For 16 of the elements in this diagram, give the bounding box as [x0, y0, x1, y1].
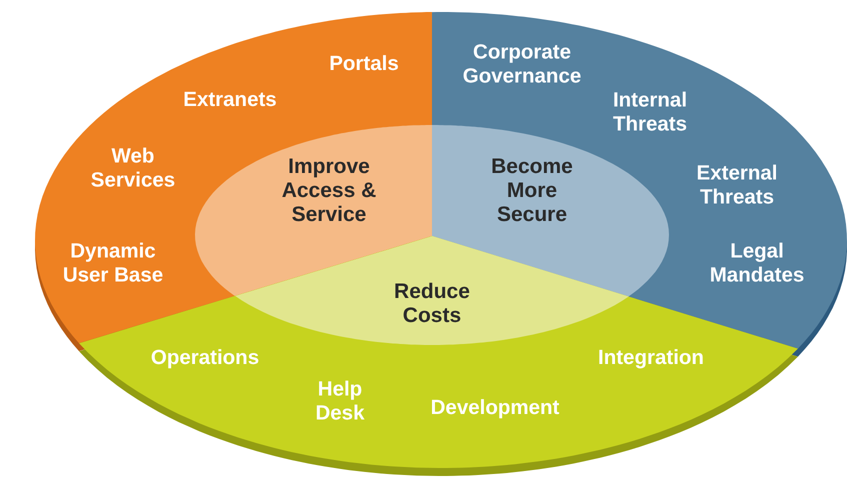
segment-label: Corporate Governance [462, 40, 582, 88]
segment-label: Portals [328, 52, 400, 76]
segment-label: Dynamic User Base [62, 239, 164, 287]
segment-heading: Become More Secure [490, 154, 574, 228]
segment-label: Extranets [182, 88, 278, 112]
inner-segment [234, 236, 629, 345]
segment-label: Internal Threats [612, 88, 688, 136]
segment-label: Operations [150, 346, 260, 370]
segment-heading: Improve Access & Service [280, 154, 378, 228]
segment-label: Development [430, 396, 560, 420]
segment-label: External Threats [696, 161, 778, 209]
segment-heading: Reduce Costs [393, 280, 471, 328]
segment-label: Web Services [90, 144, 176, 192]
segment-label: Integration [597, 346, 705, 370]
segment-label: Help Desk [314, 377, 366, 425]
segment-label: Legal Mandates [708, 239, 806, 287]
